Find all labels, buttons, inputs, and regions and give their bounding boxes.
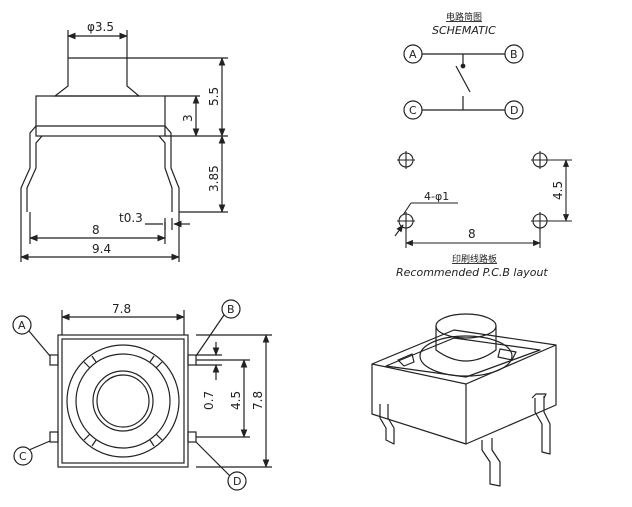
dim-3-85: 3.85 <box>207 165 221 192</box>
schematic-label-c: C <box>409 104 417 117</box>
isometric-view <box>371 313 557 487</box>
top-view <box>12 299 272 491</box>
dim-5-5: 5.5 <box>207 87 221 106</box>
right-leg <box>158 125 180 212</box>
schematic-title: 电路简图 SCHEMATIC <box>432 11 496 37</box>
schematic-label-d: D <box>510 104 518 117</box>
pcb-hole-bottom-right <box>531 212 549 230</box>
dim-3: 3 <box>181 114 195 122</box>
callout-label-b: B <box>227 303 235 316</box>
dim-t-0-3: t0.3 <box>119 211 143 225</box>
pin-c <box>49 431 59 443</box>
switch-contact <box>455 65 471 93</box>
top-view-labels: 7.8 0.7 4.5 7.8 A B C D <box>18 302 265 488</box>
top-dim-7-8: 7.8 <box>112 302 131 316</box>
callout-d <box>227 471 247 491</box>
schematic-title-en: SCHEMATIC <box>432 24 496 37</box>
pin-d <box>187 431 197 443</box>
pcb-dim-8: 8 <box>468 227 476 241</box>
callout-a <box>12 315 32 335</box>
dim-8-width: 8 <box>92 223 100 237</box>
left-leg <box>20 125 43 212</box>
side-view-labels: φ3.5 5.5 3 3.85 8 t0.3 9.4 <box>87 20 221 256</box>
actuator-ring-outer <box>66 344 180 458</box>
callout-label-d: D <box>233 475 241 488</box>
iso-leg-front <box>481 438 501 487</box>
pcb-title-en: Recommended P.C.B layout <box>396 266 548 279</box>
top-dim-0-7: 0.7 <box>202 391 216 410</box>
schematic-title-cn: 电路简图 <box>446 11 482 23</box>
pcb-hole-bottom-left <box>397 212 415 230</box>
pin-b <box>187 354 197 366</box>
schematic-terminal-letters: A B C D <box>409 48 518 117</box>
dim-9-4-width: 9.4 <box>92 242 111 256</box>
pcb-layout <box>394 151 572 248</box>
iso-leg-left <box>379 404 395 445</box>
callout-b <box>221 299 241 319</box>
actuator-cap-outline <box>53 57 141 97</box>
side-view <box>20 30 228 262</box>
pcb-hole-label: 4-φ1 <box>424 190 449 203</box>
schematic-label-b: B <box>510 48 518 61</box>
schematic-label-a: A <box>409 48 417 61</box>
pcb-dim-4-5: 4.5 <box>551 181 565 200</box>
top-dim-4-5: 4.5 <box>229 391 243 410</box>
pcb-hole-top-left <box>397 151 415 169</box>
callout-label-c: C <box>19 450 27 463</box>
dim-phi-3-5: φ3.5 <box>87 20 114 34</box>
pin-a <box>49 354 59 366</box>
top-dim-7-8-vertical: 7.8 <box>251 391 265 410</box>
schematic-diagram <box>403 44 524 120</box>
callout-c <box>13 446 33 466</box>
actuator-ring-inner <box>92 370 154 432</box>
pcb-labels: 4-φ1 8 4.5 印刷线路板 Recommended P.C.B layou… <box>396 181 565 279</box>
callout-label-a: A <box>18 319 26 332</box>
switch-body-outline <box>35 95 166 137</box>
iso-actuator <box>435 326 497 362</box>
iso-leg-right <box>534 396 551 455</box>
pcb-hole-top-right <box>531 151 549 169</box>
pcb-title-cn: 印刷线路板 <box>452 253 497 265</box>
top-view-body <box>57 334 189 468</box>
